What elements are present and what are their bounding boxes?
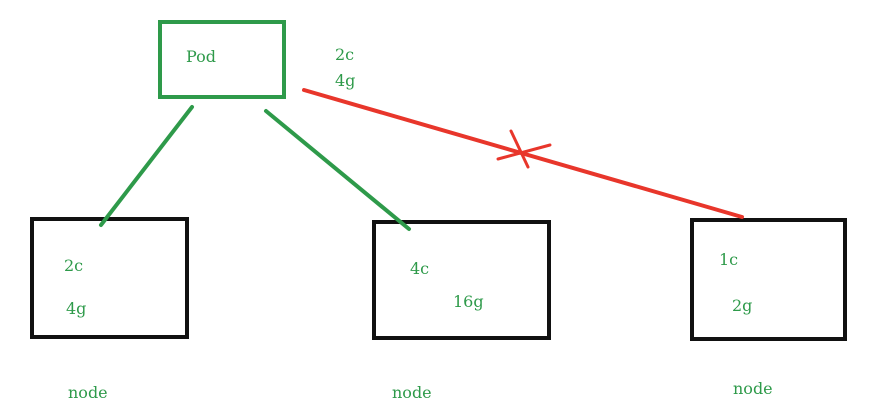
node-1-cpu: 2c xyxy=(64,256,84,275)
pod-label: Pod xyxy=(186,47,216,66)
pod-box xyxy=(158,20,286,99)
pod-cpu-request: 2c xyxy=(335,45,355,64)
node-2-mem: 16g xyxy=(453,292,484,311)
node-3-mem: 2g xyxy=(732,296,753,315)
connector-pod-node-1 xyxy=(99,105,194,227)
node-box-1 xyxy=(30,217,189,339)
node-2-cpu: 4c xyxy=(410,259,430,278)
node-1-mem: 4g xyxy=(66,299,87,318)
node-2-caption: node xyxy=(392,383,432,402)
node-box-2 xyxy=(372,220,551,340)
rejected-cross-mark xyxy=(496,129,552,169)
connector-pod-node-2 xyxy=(264,109,411,231)
node-box-3 xyxy=(690,218,847,341)
pod-mem-request: 4g xyxy=(335,71,356,90)
node-3-caption: node xyxy=(733,379,773,398)
node-3-cpu: 1c xyxy=(719,250,739,269)
node-1-caption: node xyxy=(68,383,108,402)
